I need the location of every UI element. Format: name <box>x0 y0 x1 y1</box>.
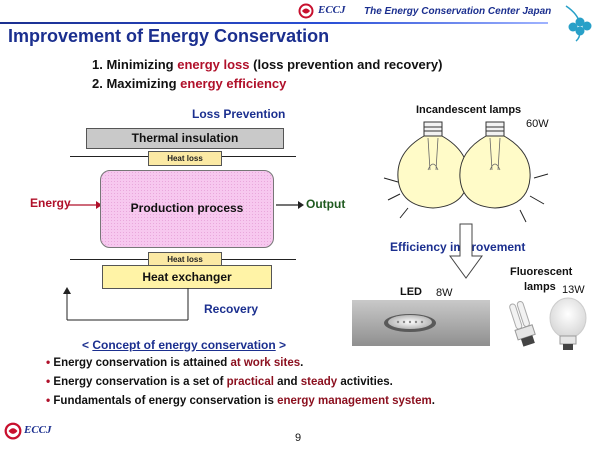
efficiency-arrow-icon <box>449 223 483 279</box>
goal-1: 1. Minimizing energy loss (loss preventi… <box>92 57 443 72</box>
concept-bullet-2: • Energy conservation is a set of practi… <box>46 374 393 388</box>
concept-bullet-3: • Fundamentals of energy conservation is… <box>46 393 435 407</box>
header-org-name: The Energy Conservation Center Japan <box>364 6 552 17</box>
incandescent-bulb-icon <box>383 121 549 223</box>
goal-1-highlight: energy loss <box>177 57 250 72</box>
loss-prevention-label: Loss Prevention <box>192 107 286 121</box>
eccj-logo-icon <box>298 3 314 19</box>
header-org-abbrev: ECCJ <box>318 4 346 16</box>
fluorescent-label-line2: lamps <box>524 281 556 293</box>
goal-2-highlight: energy efficiency <box>180 76 287 91</box>
page-number: 9 <box>295 432 302 444</box>
incandescent-watt: 60W <box>526 118 549 130</box>
page-title: Improvement of Energy Conservation <box>8 26 330 46</box>
clover-logo-icon <box>565 5 592 42</box>
recovery-arrow-icon <box>63 287 189 321</box>
output-arrow-icon <box>276 201 304 209</box>
concept-bullet-1: • Energy conservation is attained at wor… <box>46 355 304 369</box>
header-rule <box>0 22 548 24</box>
production-process-box: Production process <box>100 170 274 248</box>
efficiency-improvement-label: Efficiency improvement <box>390 240 526 254</box>
fluorescent-label-line1: Fluorescent <box>510 266 573 278</box>
production-process-label: Production process <box>130 201 244 215</box>
concept-title: Concept of energy conservation <box>92 338 276 352</box>
heat-exchanger-box: Heat exchanger <box>102 265 272 289</box>
heat-loss-top-box: Heat loss <box>148 151 222 166</box>
led-label: LED <box>400 286 422 298</box>
recovery-label: Recovery <box>204 302 259 316</box>
energy-arrow-icon <box>68 201 102 209</box>
fluorescent-watt: 13W <box>562 284 585 296</box>
thermal-insulation-box: Thermal insulation <box>86 128 284 149</box>
led-downlight-icon <box>352 300 490 346</box>
fluorescent-lamp-icon <box>496 296 600 352</box>
footer-org-abbrev: ECCJ <box>24 424 52 436</box>
incandescent-label: Incandescent lamps <box>416 104 522 116</box>
energy-label: Energy <box>30 196 71 210</box>
led-watt: 8W <box>436 287 453 299</box>
output-label: Output <box>306 197 346 211</box>
concept-heading: < Concept of energy conservation > <box>82 338 287 352</box>
footer-eccj-logo-icon <box>4 422 22 440</box>
goal-2: 2. Maximizing energy efficiency <box>92 76 287 91</box>
